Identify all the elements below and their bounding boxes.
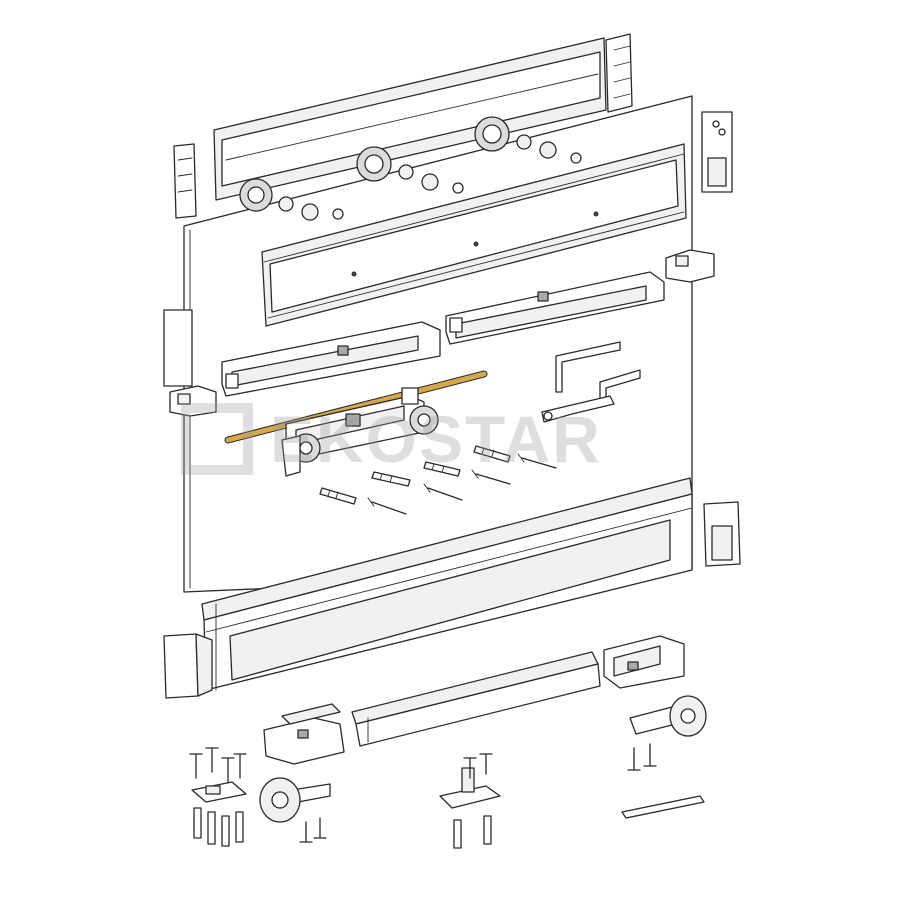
left-comb-clip bbox=[173, 143, 197, 219]
bottom-guide-rail bbox=[351, 651, 601, 747]
wall-plug bbox=[453, 815, 492, 849]
soft-close-damper bbox=[221, 321, 441, 397]
screw bbox=[233, 753, 247, 779]
floor-guide-bracket bbox=[191, 781, 247, 803]
roller-wheel bbox=[239, 178, 273, 212]
screw bbox=[189, 753, 203, 779]
top-roller-plate bbox=[213, 33, 633, 221]
track-end-cap bbox=[665, 249, 715, 283]
shim-plate bbox=[621, 795, 705, 819]
screw bbox=[423, 483, 463, 501]
glass-clamp-profile bbox=[201, 477, 693, 691]
watermark: EKOSTAR bbox=[181, 402, 602, 476]
wall-bracket-top bbox=[701, 111, 733, 193]
wall-plug bbox=[473, 445, 511, 463]
bottom-stop bbox=[263, 703, 345, 765]
wall-plug bbox=[319, 487, 357, 505]
screw bbox=[517, 453, 557, 469]
wall-bracket-bottom bbox=[703, 501, 741, 567]
screw bbox=[463, 753, 493, 779]
bottom-stop bbox=[603, 635, 685, 689]
left-end-stop bbox=[163, 309, 217, 417]
roller-wheel bbox=[356, 146, 392, 182]
soft-close-damper bbox=[445, 271, 665, 345]
profile-end-cap bbox=[163, 633, 213, 699]
floor-guide-roller bbox=[259, 777, 331, 823]
floor-guide-roller bbox=[629, 695, 707, 737]
adjustment-rod bbox=[225, 371, 487, 443]
allen-key bbox=[555, 341, 621, 393]
screw bbox=[367, 497, 407, 515]
screw bbox=[221, 757, 235, 783]
wall-plug bbox=[371, 471, 411, 487]
wall-plug bbox=[193, 807, 244, 847]
screw bbox=[471, 469, 511, 485]
screw bbox=[205, 747, 219, 773]
roller-wheel bbox=[474, 116, 510, 152]
watermark-text: EKOSTAR bbox=[270, 402, 602, 476]
roller-wheel bbox=[409, 405, 439, 435]
screw bbox=[627, 743, 657, 771]
adjustment-spanner bbox=[541, 395, 615, 423]
hanger-carriage bbox=[224, 370, 488, 477]
floor-guide-bracket bbox=[439, 767, 501, 809]
top-track-rail bbox=[261, 143, 687, 327]
wall-plug bbox=[423, 461, 461, 477]
screw bbox=[299, 817, 327, 843]
